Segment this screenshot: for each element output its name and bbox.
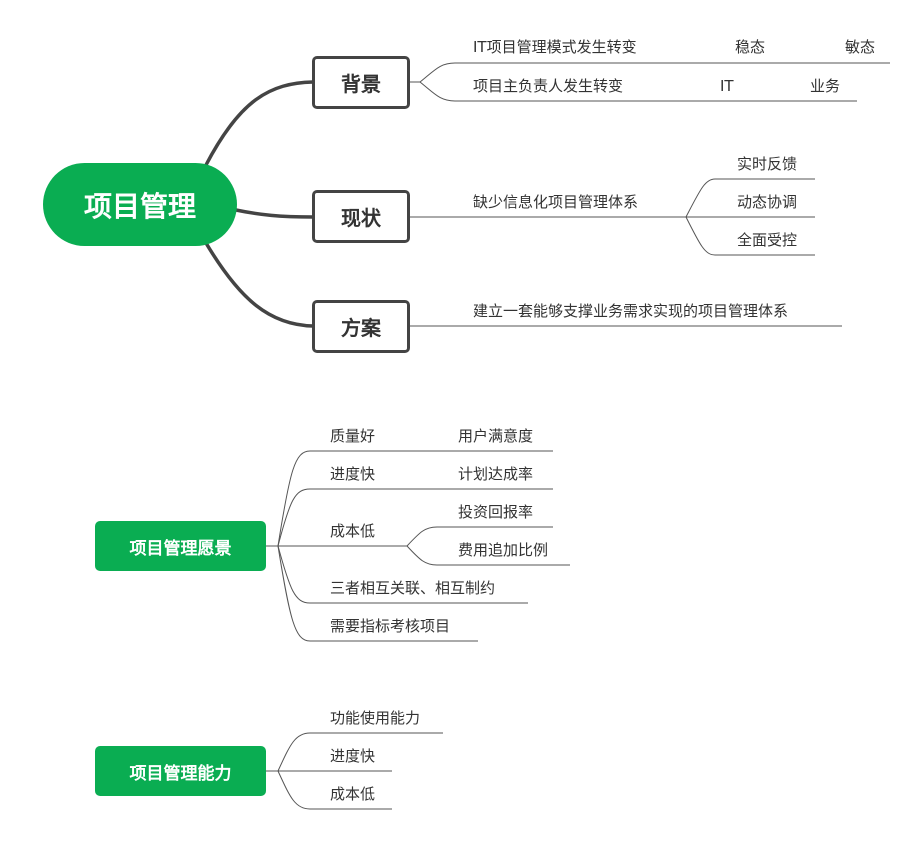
branch-solution[interactable]: 方案 [312, 300, 410, 353]
topic-user-satisfaction[interactable]: 用户满意度 [458, 427, 534, 445]
topic-it-mode-change[interactable]: IT项目管理模式发生转变 [473, 38, 637, 56]
topic-from-it[interactable]: IT [720, 77, 734, 95]
vision-root-node[interactable]: 项目管理愿景 [95, 521, 266, 571]
topic-owner-change[interactable]: 项目主负责人发生转变 [473, 77, 624, 95]
branch-label: 方案 [341, 316, 381, 340]
branch-background[interactable]: 背景 [312, 56, 410, 109]
topic-schedule-2[interactable]: 进度快 [330, 747, 376, 765]
topic-cost[interactable]: 成本低 [330, 522, 376, 540]
vision-root-label: 项目管理愿景 [129, 538, 232, 559]
topic-dynamic-coordination[interactable]: 动态协调 [737, 193, 798, 211]
topic-kpi-assessment[interactable]: 需要指标考核项目 [330, 617, 451, 635]
topic-feature-usage[interactable]: 功能使用能力 [330, 709, 421, 727]
topic-from-stable[interactable]: 稳态 [735, 38, 766, 56]
topic-plan-completion[interactable]: 计划达成率 [458, 465, 534, 483]
topic-lacking-system[interactable]: 缺少信息化项目管理体系 [473, 193, 639, 211]
root-label: 项目管理 [83, 189, 196, 223]
topic-interrelated[interactable]: 三者相互关联、相互制约 [330, 579, 496, 597]
topic-cost-2[interactable]: 成本低 [330, 785, 376, 803]
topic-to-agile[interactable]: 敏态 [845, 38, 876, 56]
branch-label: 背景 [341, 72, 381, 96]
topic-schedule[interactable]: 进度快 [330, 465, 376, 483]
topic-full-control[interactable]: 全面受控 [737, 231, 798, 249]
topic-build-system[interactable]: 建立一套能够支撑业务需求实现的项目管理体系 [473, 302, 789, 320]
topic-to-business[interactable]: 业务 [810, 77, 841, 95]
topic-roi[interactable]: 投资回报率 [458, 503, 534, 521]
capability-root-node[interactable]: 项目管理能力 [95, 746, 266, 796]
capability-root-label: 项目管理能力 [129, 763, 232, 784]
topic-cost-overrun[interactable]: 费用追加比例 [458, 541, 549, 559]
topic-realtime-feedback[interactable]: 实时反馈 [737, 155, 798, 173]
branch-status[interactable]: 现状 [312, 190, 410, 243]
branch-label: 现状 [341, 206, 381, 230]
root-node[interactable]: 项目管理 [43, 163, 237, 246]
topic-quality[interactable]: 质量好 [330, 427, 376, 445]
